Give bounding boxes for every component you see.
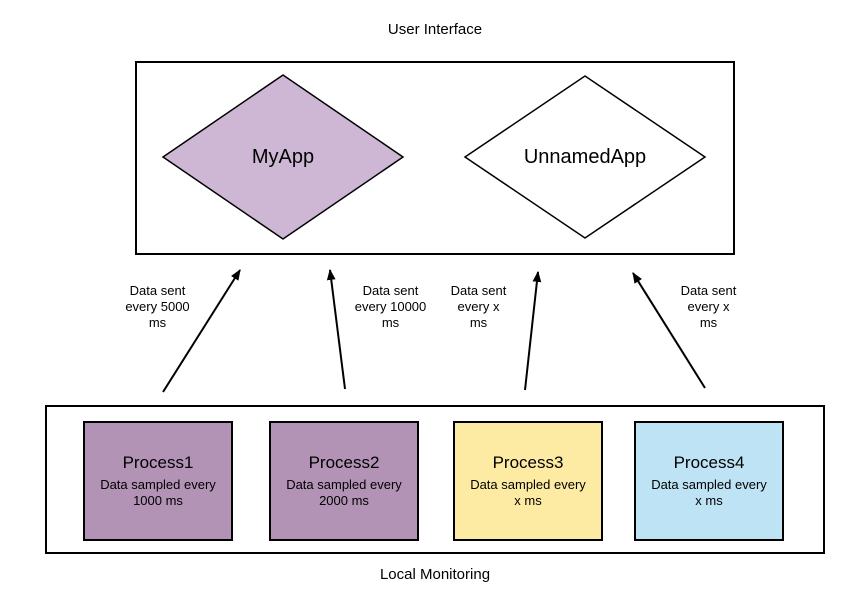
process1-title: Process1	[122, 453, 194, 472]
process4-box: Process4 Data sampled every x ms	[634, 421, 784, 541]
process2-detail: Data sampled every 2000 ms	[286, 477, 402, 508]
unnamedapp-label: UnnamedApp	[523, 146, 647, 168]
arrow-label-3: Data sent every x ms	[450, 283, 507, 330]
arrow-label-1: Data sent every 5000 ms	[125, 283, 190, 330]
myapp-label: MyApp	[251, 146, 315, 168]
process2-box: Process2 Data sampled every 2000 ms	[269, 421, 419, 541]
process2-title: Process2	[308, 453, 380, 472]
user-interface-title: User Interface	[387, 21, 483, 38]
process3-title: Process3	[492, 453, 564, 472]
arrow-2	[326, 268, 346, 390]
local-monitoring-title: Local Monitoring	[379, 566, 491, 583]
process1-detail: Data sampled every 1000 ms	[100, 477, 216, 508]
arrow-label-4: Data sent every x ms	[680, 283, 737, 330]
process4-title: Process4	[673, 453, 745, 472]
process3-box: Process3 Data sampled every x ms	[453, 421, 603, 541]
process4-detail: Data sampled every x ms	[651, 477, 767, 508]
arrow-label-2: Data sent every 10000 ms	[354, 283, 427, 330]
process1-box: Process1 Data sampled every 1000 ms	[83, 421, 233, 541]
arrow-3	[524, 270, 542, 391]
process3-detail: Data sampled every x ms	[470, 477, 586, 508]
